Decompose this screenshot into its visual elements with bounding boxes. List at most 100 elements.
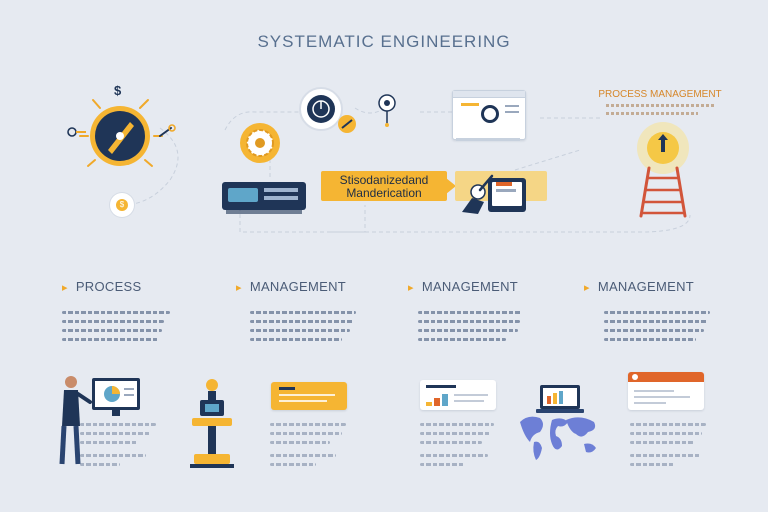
tablet-screen bbox=[492, 182, 522, 206]
report-header bbox=[628, 372, 704, 382]
description-line bbox=[604, 329, 704, 332]
key-icon bbox=[66, 124, 88, 145]
coin-badge: $ bbox=[110, 193, 134, 217]
description-line bbox=[604, 311, 710, 314]
report-line bbox=[634, 402, 666, 404]
device-base bbox=[226, 210, 302, 214]
caption-line bbox=[80, 463, 120, 466]
chevron-right-icon: ▸ bbox=[236, 282, 242, 294]
caption-line bbox=[420, 454, 488, 457]
caption-line bbox=[270, 454, 336, 457]
machine-tower-illustration bbox=[188, 378, 238, 475]
column-1-heading: ▸ PROCESS bbox=[62, 279, 142, 294]
description-line bbox=[62, 329, 162, 332]
note-line bbox=[279, 394, 335, 396]
callout-line-1: Stisodanizedand bbox=[339, 173, 429, 187]
device-keys bbox=[264, 188, 298, 192]
process-management-label: PROCESS MANAGEMENT bbox=[598, 89, 722, 100]
caption-line bbox=[630, 423, 706, 426]
column-4-description bbox=[604, 311, 714, 341]
caption-line bbox=[80, 423, 156, 426]
description-line bbox=[62, 311, 170, 314]
column-1-label: PROCESS bbox=[75, 279, 142, 294]
dashboard-window bbox=[452, 90, 526, 140]
caption-line bbox=[420, 423, 494, 426]
caption-line bbox=[270, 441, 330, 444]
caption-line bbox=[270, 463, 316, 466]
tool-badge-icon bbox=[337, 114, 359, 139]
window-line bbox=[505, 105, 519, 107]
column-4-caption bbox=[630, 423, 710, 466]
description-line bbox=[250, 338, 342, 341]
note-title-line bbox=[279, 387, 295, 390]
report-badge-icon bbox=[632, 374, 638, 380]
callout-line-2: Manderication bbox=[346, 186, 422, 200]
card-bar bbox=[426, 402, 432, 406]
caption-line bbox=[630, 463, 674, 466]
target-ring-icon bbox=[298, 86, 344, 137]
caption-line bbox=[80, 441, 138, 444]
window-line bbox=[505, 111, 519, 113]
map-pin-icon bbox=[377, 94, 397, 133]
window-dial-icon bbox=[481, 105, 499, 123]
caption-line bbox=[270, 423, 346, 426]
column-3-description bbox=[418, 311, 528, 341]
wrench-icon bbox=[157, 124, 177, 145]
column-4-heading: ▸ MANAGEMENT bbox=[584, 279, 694, 294]
window-titlebar bbox=[453, 91, 525, 98]
column-3-heading: ▸ MANAGEMENT bbox=[408, 279, 518, 294]
description-line bbox=[62, 320, 164, 323]
gear-icon bbox=[238, 121, 282, 170]
card-bar bbox=[434, 398, 440, 406]
card-title-line bbox=[426, 385, 456, 388]
device-screen bbox=[228, 188, 258, 202]
caption-line bbox=[80, 454, 146, 457]
control-panel-device bbox=[222, 182, 306, 210]
caption-line bbox=[80, 432, 150, 435]
description-line bbox=[606, 104, 714, 107]
standardization-callout: Stisodanizedand Manderication bbox=[321, 171, 447, 201]
caption-line bbox=[630, 432, 702, 435]
chevron-right-icon: ▸ bbox=[408, 282, 414, 294]
report-line bbox=[634, 390, 674, 392]
description-line bbox=[62, 338, 158, 341]
description-line bbox=[418, 338, 506, 341]
column-3-label: MANAGEMENT bbox=[421, 279, 518, 294]
column-1-description bbox=[62, 311, 172, 341]
card-line bbox=[454, 400, 484, 402]
chevron-right-icon: ▸ bbox=[584, 282, 590, 294]
caption-line bbox=[630, 441, 694, 444]
description-line bbox=[418, 329, 518, 332]
column-1-caption bbox=[80, 423, 160, 466]
description-line bbox=[604, 320, 708, 323]
column-4-label: MANAGEMENT bbox=[597, 279, 694, 294]
dollar-marker-icon: $ bbox=[114, 83, 122, 98]
description-line bbox=[418, 311, 522, 314]
note-line bbox=[279, 400, 327, 402]
description-line bbox=[250, 320, 354, 323]
hand-pen-icon bbox=[458, 172, 494, 219]
description-line bbox=[418, 320, 520, 323]
coin-icon: $ bbox=[116, 199, 128, 211]
monitor-stand bbox=[456, 138, 520, 141]
window-bar bbox=[461, 103, 479, 106]
column-2-label: MANAGEMENT bbox=[249, 279, 346, 294]
device-keys bbox=[264, 196, 298, 200]
compass-gear-icon bbox=[70, 86, 180, 211]
laptop-chart-icon bbox=[536, 383, 584, 420]
tablet-bar bbox=[496, 182, 512, 186]
caption-line bbox=[420, 463, 464, 466]
column-2-description bbox=[250, 311, 360, 341]
column-2-caption bbox=[270, 423, 350, 466]
label-description bbox=[606, 104, 714, 115]
column-2-note-card bbox=[271, 382, 347, 410]
description-line bbox=[250, 311, 356, 314]
world-map-icon bbox=[518, 414, 600, 467]
page-title: SYSTEMATIC ENGINEERING bbox=[257, 32, 511, 51]
card-bar bbox=[442, 394, 448, 406]
card-line bbox=[454, 394, 488, 396]
chevron-right-icon: ▸ bbox=[62, 282, 68, 294]
caption-line bbox=[420, 432, 490, 435]
column-3-caption bbox=[420, 423, 500, 466]
